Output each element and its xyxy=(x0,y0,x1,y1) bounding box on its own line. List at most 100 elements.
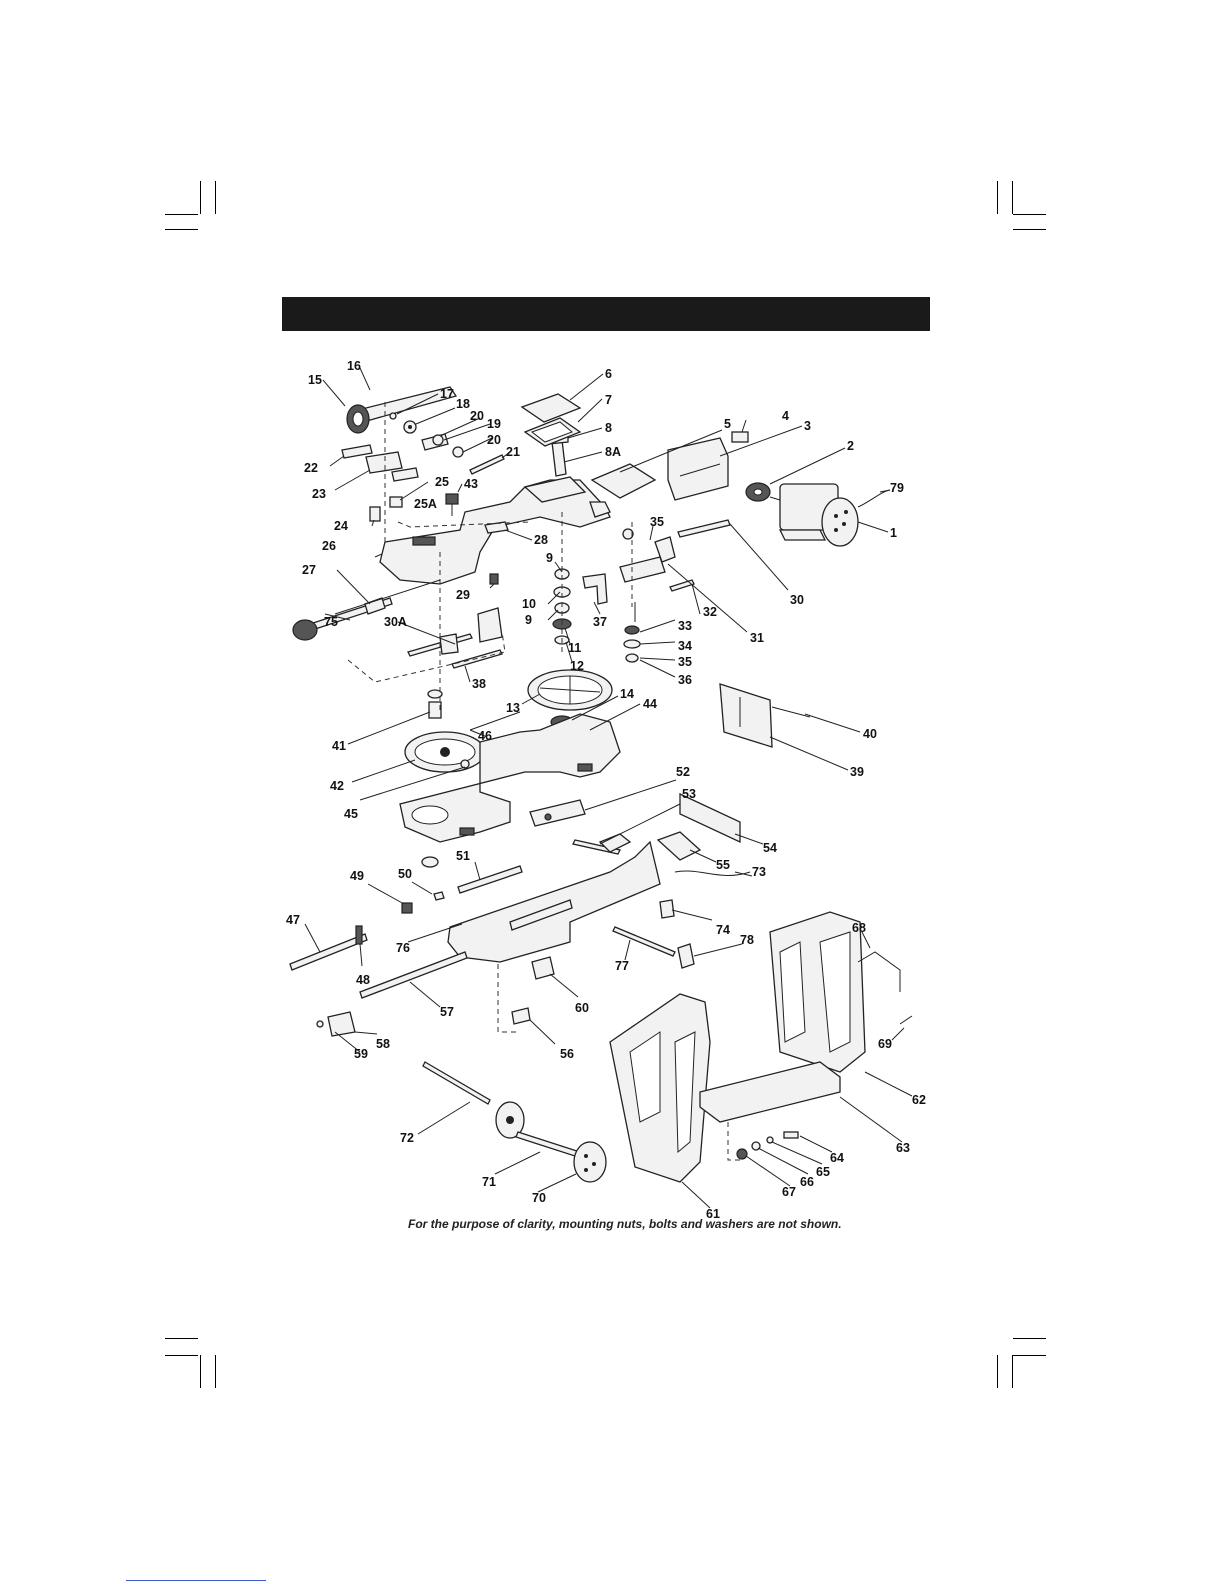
crop-mark-top-left-v xyxy=(200,181,201,214)
label-53: 53 xyxy=(682,787,696,801)
label-1: 1 xyxy=(890,526,897,540)
label-54: 54 xyxy=(763,841,777,855)
label-39: 39 xyxy=(850,765,864,779)
label-77: 77 xyxy=(615,959,629,973)
label-43: 43 xyxy=(464,477,478,491)
assembly-line xyxy=(397,521,531,528)
label-69: 69 xyxy=(878,1037,892,1051)
label-14: 14 xyxy=(620,687,634,701)
crop-mark-top-right-h2 xyxy=(1013,229,1046,230)
saw-base xyxy=(447,833,751,963)
label-45: 45 xyxy=(344,807,358,821)
label-17: 17 xyxy=(440,387,454,401)
crop-mark-bottom-right-v xyxy=(997,1355,998,1388)
label-29: 29 xyxy=(456,588,470,602)
stand-leg-right xyxy=(769,911,866,1073)
label-21: 21 xyxy=(506,445,520,459)
label-47: 47 xyxy=(286,913,300,927)
label-8a: 8A xyxy=(605,445,621,459)
diagram-caption: For the purpose of clarity, mounting nut… xyxy=(408,1217,842,1231)
label-31: 31 xyxy=(750,631,764,645)
label-63: 63 xyxy=(896,1141,910,1155)
label-33: 33 xyxy=(678,619,692,633)
leader-lines xyxy=(304,367,913,1209)
label-11: 11 xyxy=(568,641,581,655)
section-title-bar xyxy=(282,297,930,331)
crop-mark-bottom-left-h2 xyxy=(165,1355,198,1356)
crop-mark-top-right-v xyxy=(997,181,998,214)
washer-stack-right xyxy=(623,602,641,663)
crop-mark-top-left-v2 xyxy=(215,181,216,214)
label-27: 27 xyxy=(302,563,316,577)
label-5: 5 xyxy=(724,417,731,431)
label-76: 76 xyxy=(396,941,410,955)
switch-boxes xyxy=(497,956,555,1033)
label-42: 42 xyxy=(330,779,344,793)
crop-mark-top-right-v2 xyxy=(1012,181,1013,214)
label-74: 74 xyxy=(716,923,730,937)
label-67: 67 xyxy=(782,1185,796,1199)
exploded-parts-diagram: 15 16 17 18 20 19 20 21 22 23 25 25A 43 … xyxy=(280,352,932,1242)
label-25: 25 xyxy=(435,475,449,489)
crop-mark-top-right-h xyxy=(1013,214,1046,215)
label-9a: 9 xyxy=(546,551,553,565)
label-34: 34 xyxy=(678,639,692,653)
crop-mark-bottom-left-v2 xyxy=(215,1355,216,1388)
label-9b: 9 xyxy=(525,613,532,627)
label-40: 40 xyxy=(863,727,877,741)
label-72: 72 xyxy=(400,1131,414,1145)
label-25a: 25A xyxy=(414,497,437,511)
label-8: 8 xyxy=(605,421,612,435)
vise-leadscrew xyxy=(401,865,523,914)
label-19: 19 xyxy=(487,417,501,431)
label-44: 44 xyxy=(643,697,657,711)
label-24: 24 xyxy=(334,519,348,533)
label-50: 50 xyxy=(398,867,412,881)
motor-mount-plate xyxy=(590,463,657,499)
guide-blocks xyxy=(341,444,419,482)
stand-leg-left xyxy=(609,993,711,1183)
label-3: 3 xyxy=(804,419,811,433)
label-36: 36 xyxy=(678,673,692,687)
label-22: 22 xyxy=(304,461,318,475)
crop-mark-bottom-left-h xyxy=(165,1338,198,1339)
label-75: 75 xyxy=(324,615,338,629)
label-38: 38 xyxy=(472,677,486,691)
label-18: 18 xyxy=(456,397,470,411)
label-13: 13 xyxy=(506,701,520,715)
blade-guard-panel xyxy=(719,683,811,748)
motor-part xyxy=(769,483,891,547)
stand-handle xyxy=(857,951,913,1025)
label-59: 59 xyxy=(354,1047,368,1061)
crop-mark-top-left-h2 xyxy=(165,229,198,230)
label-12: 12 xyxy=(570,659,584,673)
roller-shaft-part xyxy=(346,386,458,434)
label-10: 10 xyxy=(522,597,536,611)
belt-cover xyxy=(667,437,729,501)
label-32: 32 xyxy=(703,605,717,619)
label-28: 28 xyxy=(534,533,548,547)
label-61: 61 xyxy=(706,1207,720,1221)
label-35a: 35 xyxy=(650,515,664,529)
label-65: 65 xyxy=(816,1165,830,1179)
bearing-parts xyxy=(389,412,505,475)
label-37: 37 xyxy=(593,615,607,629)
label-51: 51 xyxy=(456,849,470,863)
label-78: 78 xyxy=(740,933,754,947)
crop-mark-bottom-right-v2 xyxy=(1012,1355,1013,1388)
crop-mark-top-left-h xyxy=(165,214,198,215)
crop-mark-bottom-right-h2 xyxy=(1013,1355,1046,1356)
label-57: 57 xyxy=(440,1005,454,1019)
label-2: 2 xyxy=(847,439,854,453)
label-73: 73 xyxy=(752,865,766,879)
tension-screw xyxy=(292,597,393,641)
stand-hardware xyxy=(727,1122,799,1161)
label-48: 48 xyxy=(356,973,370,987)
feed-screw xyxy=(316,951,468,1037)
label-41: 41 xyxy=(332,739,346,753)
footer-rule xyxy=(126,1580,266,1581)
slide-rod-assembly xyxy=(347,607,506,683)
wheel-assembly xyxy=(422,1061,607,1183)
label-60: 60 xyxy=(575,1001,589,1015)
label-79: 79 xyxy=(890,481,904,495)
